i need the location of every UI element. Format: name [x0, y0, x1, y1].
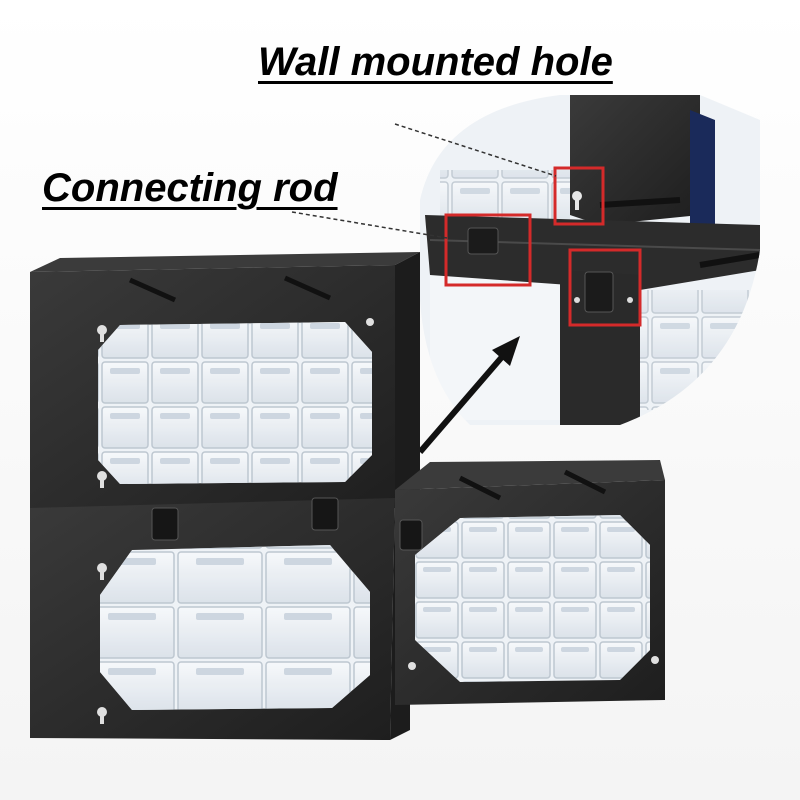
storage-box-bottom-right: [395, 460, 665, 705]
storage-box-top-left: [30, 252, 420, 520]
connecting-rod-label: Connecting rod: [42, 166, 338, 210]
zoom-inset: [420, 95, 760, 425]
arrow-icon: [417, 336, 520, 454]
wall-mounted-hole-label: Wall mounted hole: [258, 40, 613, 84]
storage-box-bottom-left: [30, 488, 410, 740]
keyhole-icon: [572, 191, 582, 210]
